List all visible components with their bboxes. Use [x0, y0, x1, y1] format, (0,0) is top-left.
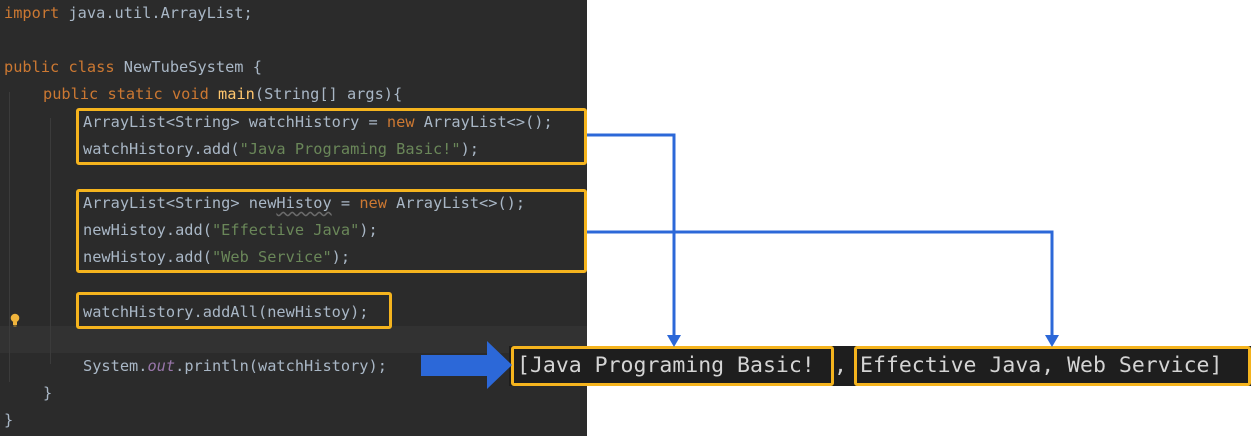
indent-guide: [50, 118, 51, 364]
typo-warning: Histoy: [276, 194, 332, 212]
output-part-watch-history: [Java Programing Basic!: [517, 353, 815, 378]
code-line-new-decl: ArrayList<String> newHistoy = new ArrayL…: [83, 194, 526, 212]
indent-guide: [9, 92, 10, 382]
code-line-watch-decl: ArrayList<String> watchHistory = new Arr…: [83, 113, 553, 131]
arrowhead-down-icon: [1045, 335, 1059, 347]
lightbulb-icon[interactable]: [9, 313, 21, 327]
code-line-close-class: }: [4, 411, 14, 429]
code-line-new-add2: newHistoy.add("Web Service");: [83, 248, 351, 266]
highlight-output-part2: [854, 346, 1251, 386]
code-line-close-method: }: [43, 384, 53, 402]
arrow-watch-to-output: [587, 133, 676, 337]
code-line-new-add1: newHistoy.add("Effective Java");: [83, 221, 378, 239]
big-right-arrow-icon: [421, 341, 512, 389]
arrow-new-to-output: [587, 230, 1054, 337]
output-separator: ,: [834, 353, 847, 378]
arrowhead-down-icon: [667, 335, 681, 347]
code-line-print: System.out.println(watchHistory);: [83, 357, 387, 375]
code-line-addall: watchHistory.addAll(newHistoy);: [83, 303, 369, 321]
highlight-output-part1: [511, 346, 834, 386]
code-line-watch-add: watchHistory.add("Java Programing Basic!…: [83, 140, 480, 158]
highlight-new-history-block: [76, 189, 587, 273]
code-line-import: import java.util.ArrayList;: [4, 4, 253, 22]
highlight-addall-line: [76, 292, 392, 329]
code-line-main: public static void main(String[] args){: [43, 85, 403, 103]
output-part-new-history: Effective Java, Web Service]: [860, 353, 1223, 378]
code-line-class: public class NewTubeSystem {: [4, 58, 262, 76]
code-editor: import java.util.ArrayList; public class…: [0, 0, 587, 436]
highlight-watch-history-block: [76, 108, 587, 165]
console-output: [509, 346, 1251, 386]
